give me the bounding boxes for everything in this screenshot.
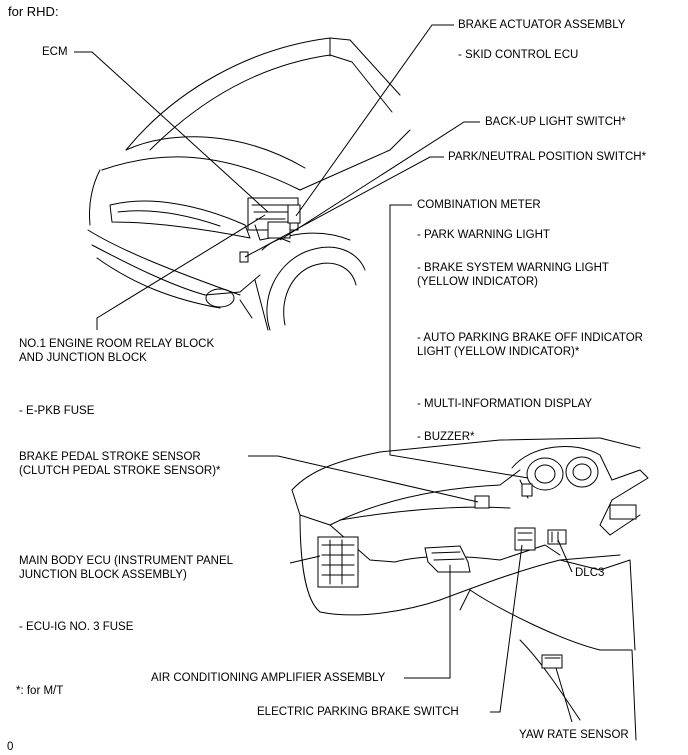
- label-brake-actuator: BRAKE ACTUATOR ASSEMBLY: [458, 19, 626, 31]
- label-relay-block-sub: AND JUNCTION BLOCK: [19, 352, 147, 364]
- label-relay-block: NO.1 ENGINE ROOM RELAY BLOCK: [19, 338, 215, 350]
- label-auto-parking-indicator-sub: LIGHT (YELLOW INDICATOR)*: [417, 346, 580, 358]
- label-pedal-stroke-sensor: BRAKE PEDAL STROKE SENSOR: [19, 451, 201, 463]
- label-ecm: ECM: [42, 46, 68, 58]
- vehicle-front-illustration: [87, 37, 411, 331]
- label-footnote: *: for M/T: [16, 685, 64, 697]
- label-epkb-fuse: - E-PKB FUSE: [19, 405, 95, 417]
- label-backup-light-switch: BACK-UP LIGHT SWITCH*: [485, 116, 626, 128]
- label-park-warning-light: - PARK WARNING LIGHT: [417, 229, 550, 241]
- label-main-body-ecu: MAIN BODY ECU (INSTRUMENT PANEL: [19, 555, 234, 567]
- label-skid-control-ecu: - SKID CONTROL ECU: [458, 49, 579, 61]
- label-park-neutral-switch: PARK/NEUTRAL POSITION SWITCH*: [448, 151, 647, 163]
- label-main-body-ecu-sub: JUNCTION BLOCK ASSEMBLY): [19, 569, 187, 581]
- label-ecu-ig-fuse: - ECU-IG NO. 3 FUSE: [19, 621, 134, 633]
- label-buzzer: - BUZZER*: [417, 431, 475, 443]
- label-yaw-rate-sensor: YAW RATE SENSOR: [519, 729, 629, 741]
- header-text: for RHD:: [8, 4, 59, 19]
- label-epb-switch: ELECTRIC PARKING BRAKE SWITCH: [257, 706, 459, 718]
- label-dlc3: DLC3: [575, 567, 605, 579]
- label-brake-warning-light-sub: (YELLOW INDICATOR): [417, 276, 538, 288]
- label-multi-info-display: - MULTI-INFORMATION DISPLAY: [417, 398, 593, 410]
- label-pedal-stroke-sensor-sub: (CLUTCH PEDAL STROKE SENSOR)*: [19, 465, 221, 477]
- leader-lines: [74, 24, 573, 723]
- label-combination-meter: COMBINATION METER: [417, 199, 541, 211]
- label-brake-warning-light: - BRAKE SYSTEM WARNING LIGHT: [417, 262, 609, 274]
- corner-mark: 0: [7, 741, 14, 753]
- label-auto-parking-indicator: - AUTO PARKING BRAKE OFF INDICATOR: [417, 332, 643, 344]
- interior-dashboard-illustration: [291, 437, 649, 741]
- label-ac-amplifier: AIR CONDITIONING AMPLIFIER ASSEMBLY: [151, 672, 386, 684]
